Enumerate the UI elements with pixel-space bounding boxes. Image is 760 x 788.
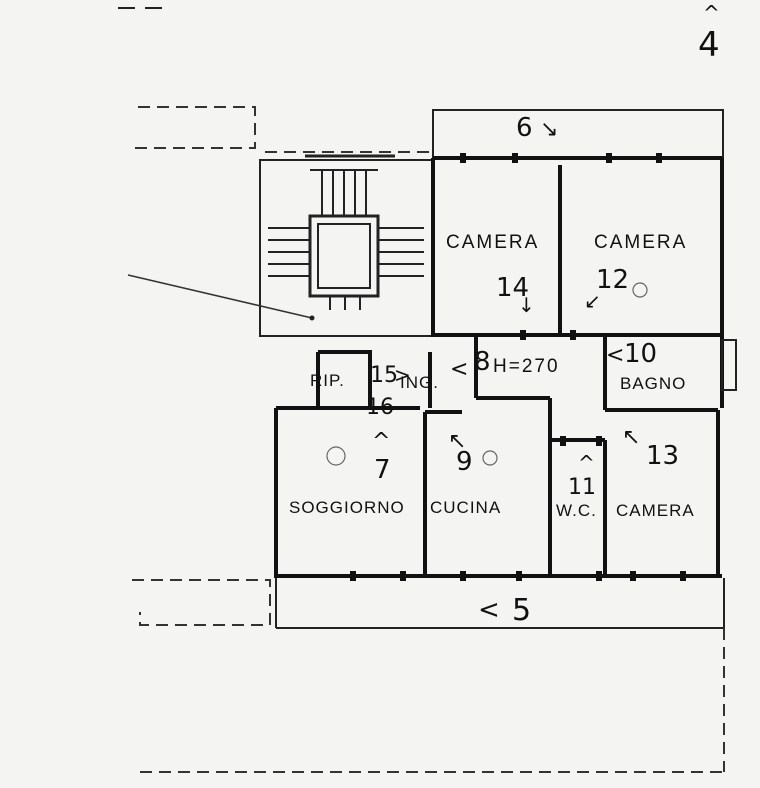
- marker-5: 5: [512, 593, 531, 628]
- ceiling-height: H=270: [493, 356, 560, 377]
- marker-4: 4: [698, 25, 720, 65]
- marker-10: 10: [624, 339, 657, 369]
- marker-16: 16: [366, 395, 394, 420]
- marker-arrow-9: ↖: [448, 429, 466, 454]
- balcony-bottom: [275, 578, 725, 629]
- room-label-camera-top-right: CAMERA: [594, 232, 687, 253]
- marker-arrow-7: ^: [372, 429, 390, 454]
- marker-15: 15: [370, 363, 398, 388]
- marker-9: 9: [456, 447, 473, 477]
- room-label-ingresso: ING.: [400, 373, 439, 392]
- marker-arrow-5: <: [478, 595, 500, 625]
- marker-arrow-4: ^: [703, 1, 720, 25]
- room-label-camera-bottom: CAMERA: [616, 501, 695, 520]
- room-label-camera-top-left: CAMERA: [446, 232, 539, 253]
- property-boundary-top: [130, 106, 430, 153]
- bath-window: [721, 339, 737, 391]
- marker-arrow-13: ↖: [622, 425, 640, 450]
- marker-arrow-15: >: [394, 363, 411, 387]
- marker-8: 8: [474, 347, 491, 377]
- marker-arrow-6: ↘: [540, 117, 558, 142]
- marker-arrow-10: <: [606, 343, 624, 368]
- property-boundary-bottom: [132, 579, 725, 773]
- balcony-top: [432, 109, 724, 159]
- room-label-ripostiglio: RIP.: [310, 371, 345, 390]
- marker-7: 7: [374, 455, 391, 485]
- marker-12: 12: [596, 265, 629, 295]
- room-label-cucina: CUCINA: [430, 498, 501, 517]
- leader-line: [127, 274, 313, 319]
- room-label-wc: W.C.: [556, 501, 597, 520]
- marker-arrow-12: ↙: [584, 289, 601, 313]
- marker-arrow-11: ^: [578, 451, 595, 475]
- apartment-walls: [274, 156, 724, 578]
- marker-arrow-8: <: [450, 357, 468, 382]
- marker-6: 6: [516, 113, 533, 143]
- room-label-bagno: BAGNO: [620, 374, 686, 393]
- marker-11: 11: [568, 475, 596, 500]
- room-label-soggiorno: SOGGIORNO: [289, 498, 405, 517]
- marker-arrow-14: ↓: [518, 293, 535, 317]
- marker-13: 13: [646, 441, 679, 471]
- marker-14: 14: [496, 273, 529, 303]
- window-marks: [350, 153, 686, 581]
- staircase: [259, 154, 433, 337]
